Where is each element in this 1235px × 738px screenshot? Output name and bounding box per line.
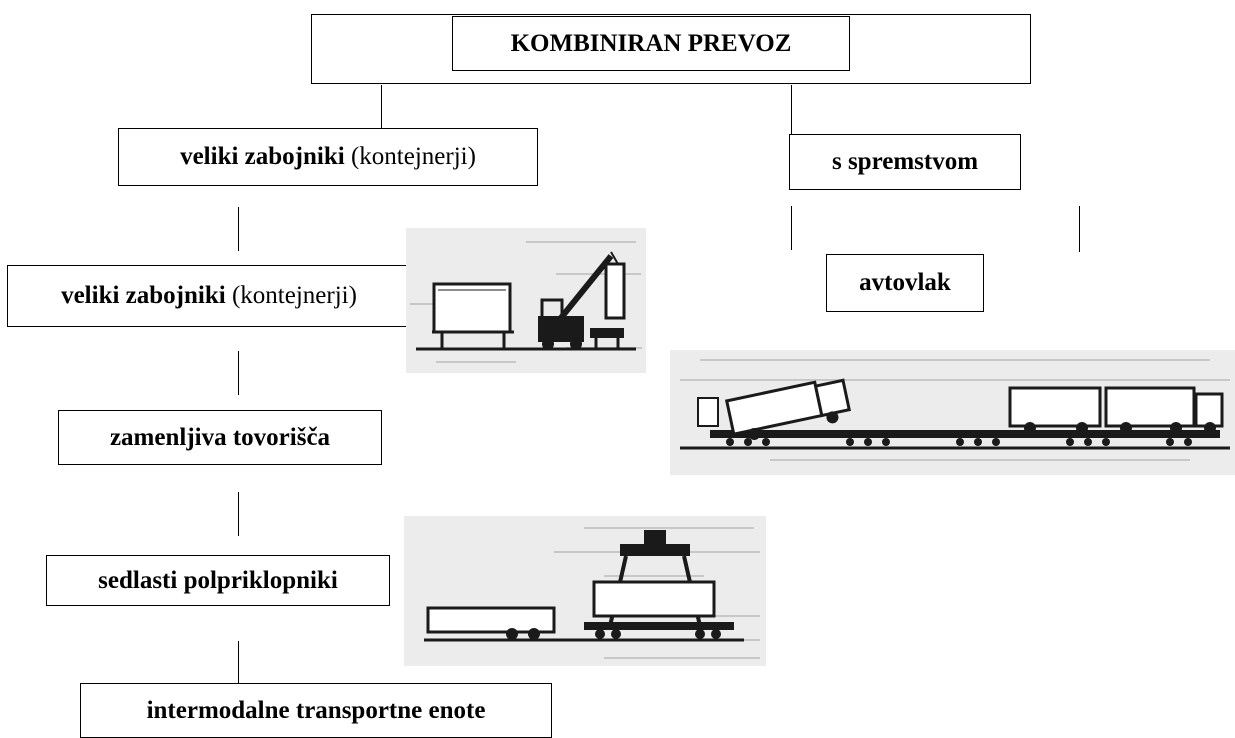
- left-item-1: veliki zabojniki (kontejnerji): [7, 265, 411, 327]
- container-crane-illustration: [406, 228, 646, 373]
- connector-right-top: [791, 85, 792, 135]
- connector-left-2: [238, 351, 239, 395]
- left-item-1-normal: (kontejnerji): [225, 282, 357, 309]
- left-item-4: intermodalne transportne enote: [80, 683, 552, 738]
- left-item-3: sedlasti polpriklopniki: [46, 555, 390, 606]
- connector-left-3: [238, 492, 239, 536]
- semitrailer-gantry-illustration: [404, 516, 766, 666]
- left-item-4-label: intermodalne transportne enote: [146, 696, 486, 724]
- left-item-3-label: sedlasti polpriklopniki: [98, 566, 338, 594]
- rolling-road-train-illustration: [670, 350, 1235, 475]
- right-item-1-label: avtovlak: [859, 269, 951, 296]
- connector-left-1: [238, 207, 239, 251]
- page-title: KOMBINIRAN PREVOZ: [510, 29, 792, 57]
- left-header-bold: veliki zabojniki: [180, 143, 345, 170]
- title-frame: [311, 14, 1031, 84]
- left-header-normal: (kontejnerji): [344, 143, 476, 170]
- right-header-box: s spremstvom: [789, 134, 1021, 190]
- left-header-box: veliki zabojniki (kontejnerji): [118, 128, 538, 186]
- connector-left-4: [238, 641, 239, 683]
- right-item-1: avtovlak: [826, 254, 984, 312]
- title-box: KOMBINIRAN PREVOZ: [452, 16, 850, 71]
- left-item-2-label: zamenljiva tovorišča: [109, 423, 331, 451]
- connector-right-2: [1079, 206, 1080, 252]
- connector-right-1: [791, 206, 792, 250]
- left-item-1-bold: veliki zabojniki: [61, 282, 226, 309]
- connector-left-top: [381, 85, 382, 128]
- right-header-label: s spremstvom: [831, 148, 979, 175]
- left-item-2: zamenljiva tovorišča: [58, 410, 382, 465]
